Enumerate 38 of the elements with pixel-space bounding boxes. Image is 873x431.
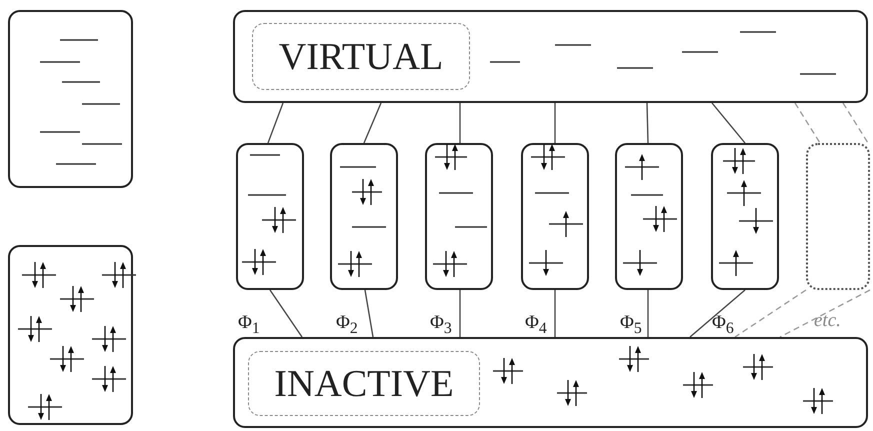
rounded-box [806,143,870,290]
rounded-box [711,143,779,290]
connector-line [646,102,649,144]
configuration-label: etc. [814,310,841,332]
connector-line [364,290,374,338]
connector-line [690,290,746,338]
label-box [248,351,480,416]
connector-line [712,102,746,144]
connector-line [554,103,556,143]
rounded-box [233,10,868,103]
connector-line [459,290,461,337]
space-label: INACTIVE [274,362,454,406]
rounded-box [425,143,493,290]
space-label: VIRTUAL [278,34,444,78]
connector-line [554,290,556,337]
connector-line [647,290,649,337]
rounded-box [8,245,133,425]
rounded-box [615,143,683,290]
configuration-label: Φ$_{3}$ [430,312,452,338]
connector-line [842,102,869,144]
rounded-box [330,143,398,290]
configuration-label: Φ$_{2}$ [336,312,358,338]
configuration-label: Φ$_{4}$ [525,312,547,338]
rounded-box [521,143,589,290]
connector-line [459,103,461,143]
connector-line [267,102,284,144]
label-box [252,23,470,90]
rounded-box [233,337,868,428]
configuration-label: Φ$_{5}$ [620,312,642,338]
rounded-box [8,10,133,188]
connector-line [794,102,821,144]
connector-line [780,289,870,338]
rounded-box [236,143,304,290]
connector-line [269,290,303,338]
connector-line [363,102,382,144]
configuration-label: Φ$_{1}$ [238,312,260,338]
configuration-label: Φ$_{6}$ [712,312,734,338]
connector-line [734,289,806,338]
